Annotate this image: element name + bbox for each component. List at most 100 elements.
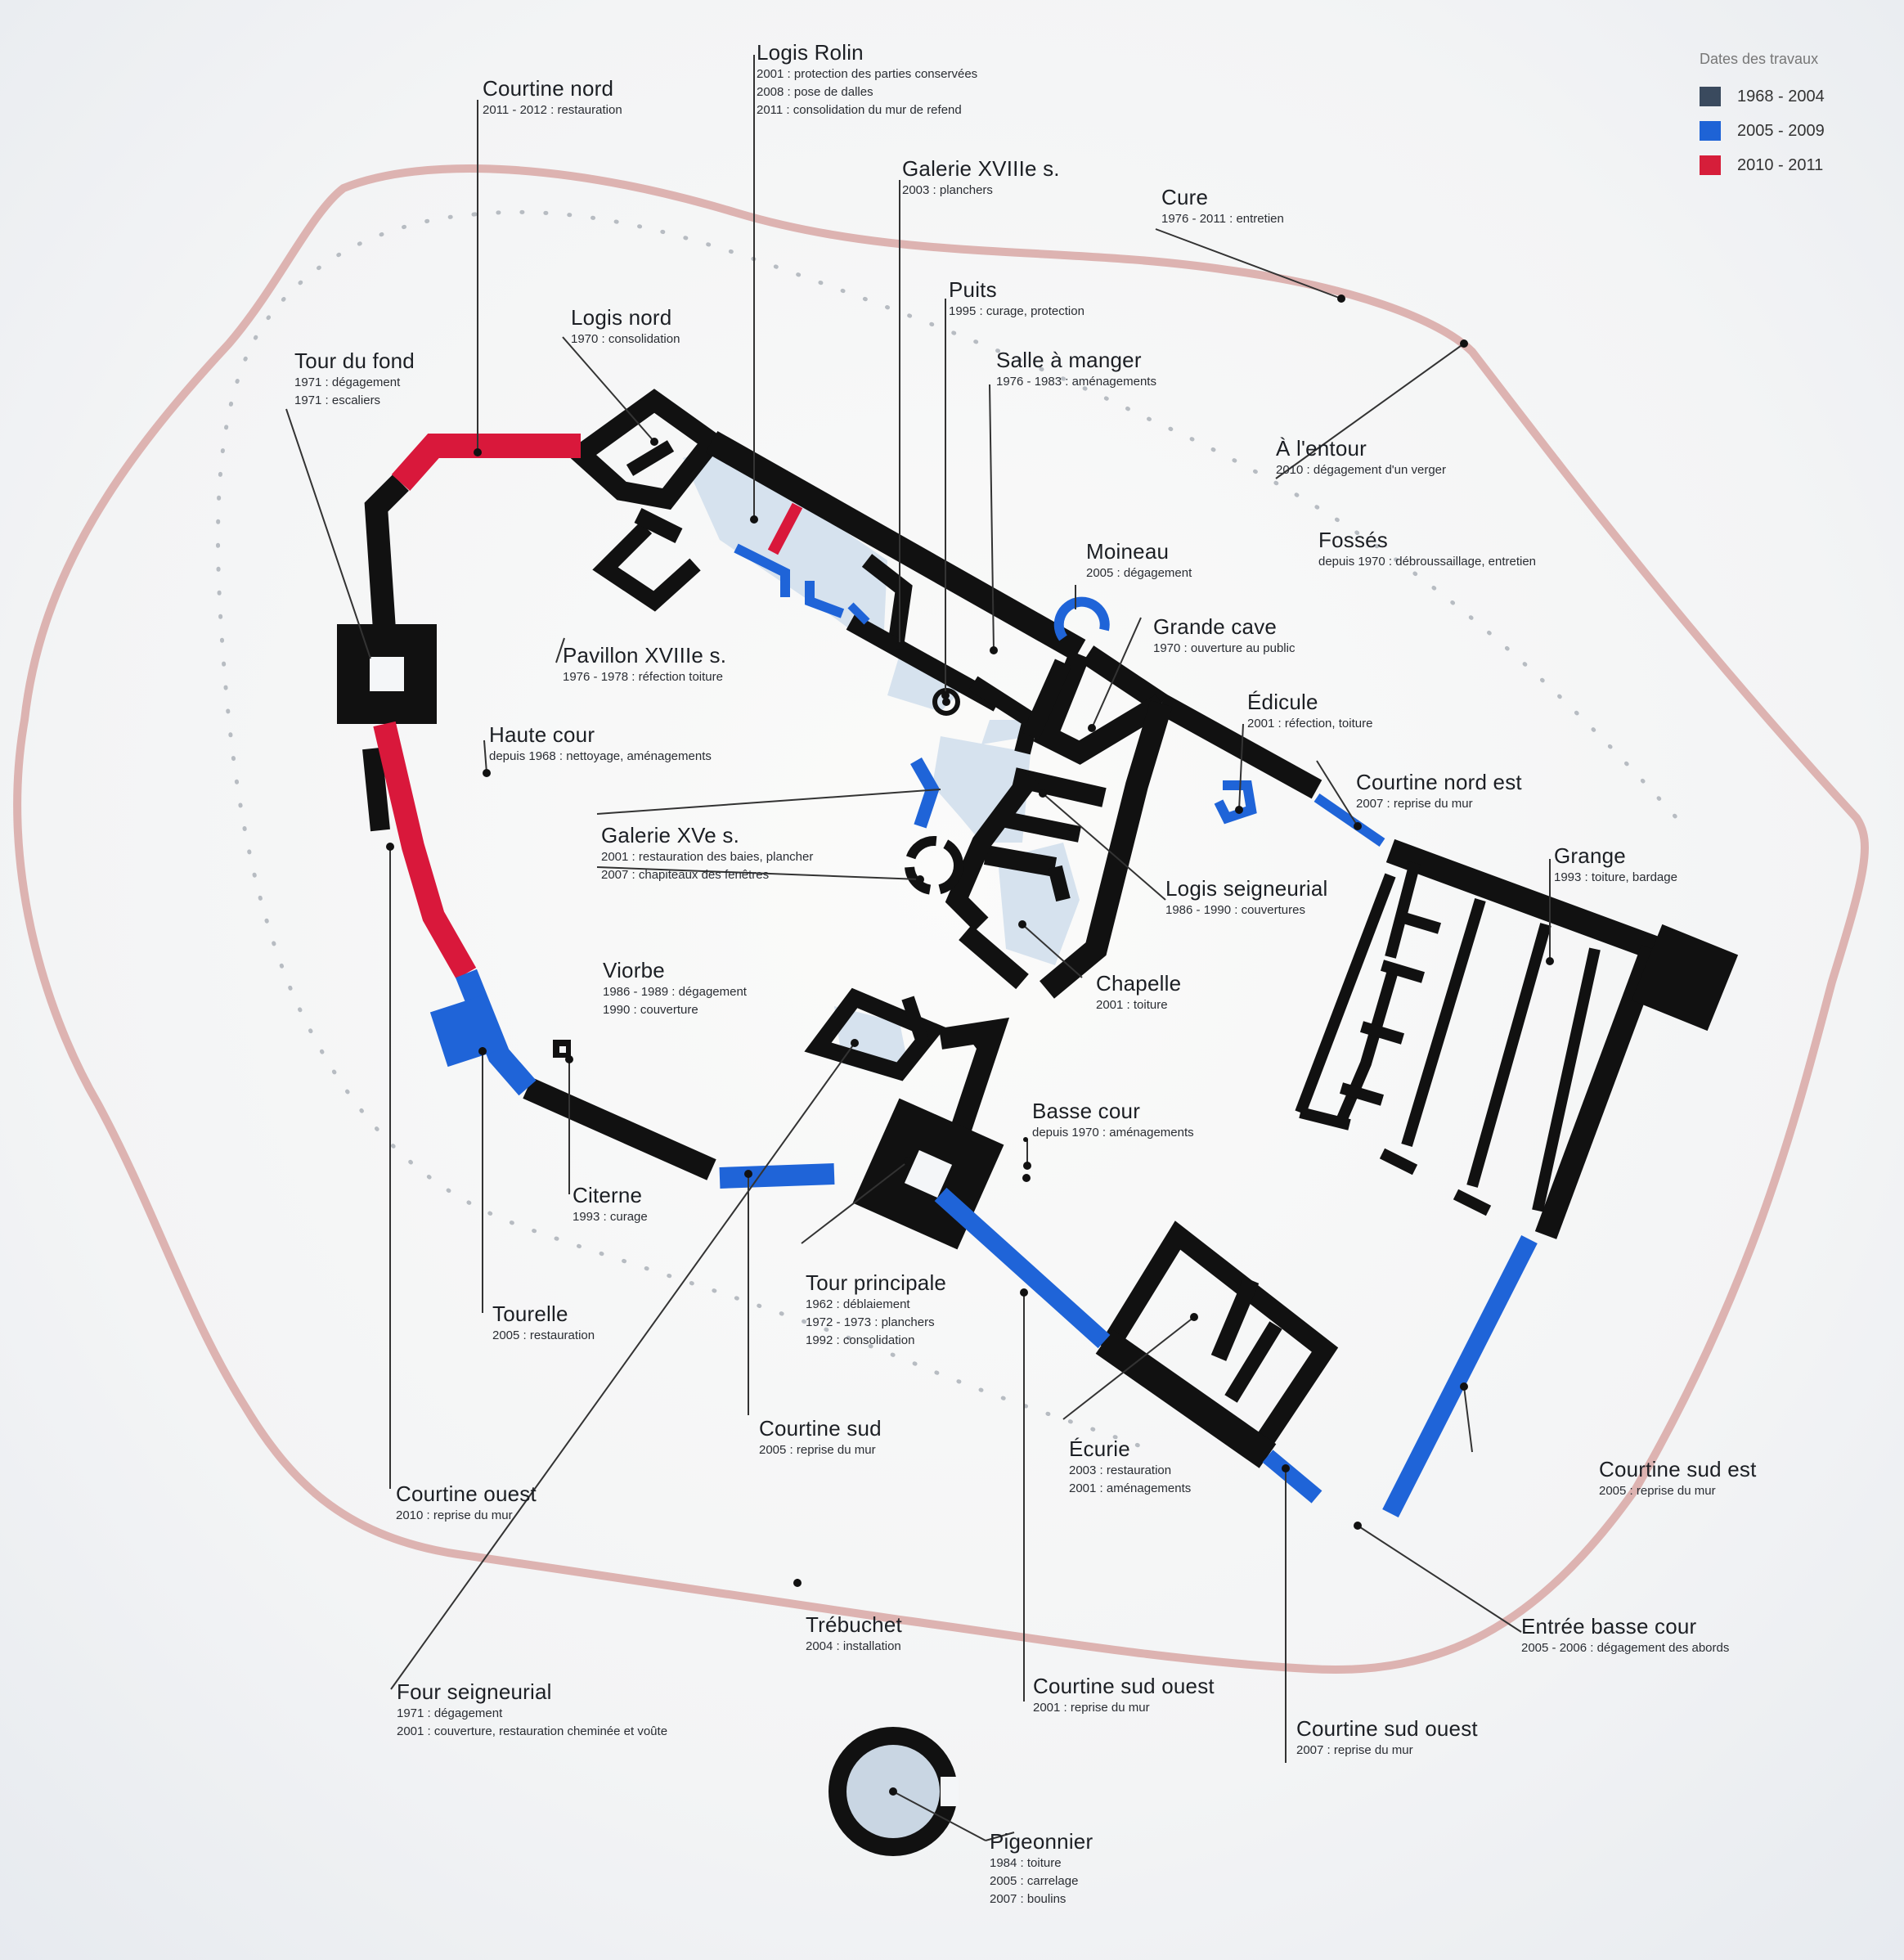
label-galerie-xv: Galerie XVe s. 2001 : restauration des ba… (601, 822, 813, 884)
label-title: Galerie XVIIIe s. (902, 156, 1060, 181)
label-title: Logis Rolin (757, 40, 864, 65)
label-work-line: 1995 : curage, protection (949, 304, 1084, 318)
label-title: Cure (1161, 185, 1209, 209)
label-work-line: 1993 : curage (573, 1210, 648, 1224)
label-work-line: 2011 : consolidation du mur de refend (757, 103, 962, 117)
label-title: Édicule (1247, 690, 1318, 714)
leader-lines (285, 55, 1551, 1841)
label-trebuchet: Trébuchet 2004 : installation (806, 1612, 902, 1656)
label-title: Salle à manger (996, 348, 1142, 372)
label-title: Courtine sud est (1599, 1457, 1757, 1481)
legend-title: Dates des travaux (1700, 51, 1819, 67)
label-pigeonnier: Pigeonnier 1984 : toiture 2005 : carrelage… (990, 1828, 1093, 1908)
label-work-line: 1971 : escaliers (294, 393, 381, 407)
label-title: Pigeonnier (990, 1829, 1093, 1854)
label-work-line: 2010 : dégagement d'un verger (1276, 463, 1447, 477)
label-work-line: 2005 : dégagement (1086, 566, 1192, 580)
label-title: Puits (949, 277, 997, 302)
label-title: Chapelle (1096, 971, 1182, 996)
label-title: Tourelle (492, 1301, 568, 1326)
legend-item-2005: 2005 - 2009 (1700, 114, 1825, 148)
label-work-line: 2003 : restauration (1069, 1463, 1172, 1477)
label-title: Logis nord (571, 305, 672, 330)
leader-dots (386, 294, 1554, 1796)
edicule-block (1214, 780, 1257, 825)
label-title: Entrée basse cour (1521, 1614, 1697, 1639)
label-grande-cave: Grande cave 1970 : ouverture au public (1153, 614, 1295, 658)
label-work-line: 2010 : reprise du mur (396, 1508, 513, 1522)
label-entree-basse-cour: Entrée basse cour 2005 - 2006 : dégagemen… (1521, 1613, 1729, 1657)
legend-swatch-dark (1700, 87, 1721, 106)
label-work-line: 1970 : consolidation (571, 332, 680, 346)
moat-outline (13, 164, 1869, 1674)
label-pavillon-xviii: Pavillon XVIIIe s.1976 - 1978 : réfectio… (563, 642, 726, 686)
label-title: Moineau (1086, 539, 1170, 564)
label-title: À l'entour (1276, 436, 1367, 461)
label-courtine-nord: Courtine nord 2011 - 2012 : restauration (483, 75, 622, 119)
legend-swatch-red (1700, 155, 1721, 175)
label-work-line: 2001 : réfection, toiture (1247, 717, 1373, 731)
label-work-line: 2001 : restauration des baies, plancher (601, 850, 814, 864)
label-work-line: 1992 : consolidation (806, 1333, 915, 1347)
label-work-line: 2003 : planchers (902, 183, 993, 197)
label-work-line: 1976 - 1978 : réfection toiture (563, 670, 723, 684)
label-work-line: 2005 : restauration (492, 1328, 595, 1342)
label-ecurie: Écurie 2003 : restauration 2001 : aménagem… (1069, 1436, 1191, 1498)
label-work-line: depuis 1970 : aménagements (1032, 1126, 1194, 1140)
label-chapelle: Chapelle 2001 : toiture (1096, 970, 1181, 1014)
label-work-line: 2005 : reprise du mur (759, 1443, 876, 1457)
label-title: Grange (1554, 843, 1626, 868)
red-walls (373, 434, 803, 979)
label-work-line: 2007 : reprise du mur (1296, 1743, 1413, 1757)
black-walls (362, 389, 1706, 1468)
legend-swatch-blue (1700, 121, 1721, 141)
label-title: Courtine sud ouest (1033, 1674, 1215, 1698)
label-work-line: 2005 - 2006 : dégagement des abords (1521, 1641, 1730, 1655)
label-work-line: 2007 : reprise du mur (1356, 797, 1473, 811)
label-work-line: 2008 : pose de dalles (757, 85, 873, 99)
label-work-line: 2001 : aménagements (1069, 1481, 1192, 1495)
label-work-line: 2001 : reprise du mur (1033, 1701, 1150, 1715)
label-work-line: 1990 : couverture (603, 1003, 698, 1017)
label-work-line: 2001 : toiture (1096, 998, 1168, 1012)
label-title: Grande cave (1153, 614, 1278, 639)
label-work-line: 2005 : carrelage (990, 1874, 1079, 1888)
legend-label: 2005 - 2009 (1737, 121, 1825, 140)
label-title: Courtine nord (483, 76, 614, 101)
viorbe-stair (905, 836, 963, 895)
label-title: Écurie (1069, 1436, 1130, 1461)
label-galerie-xviii: Galerie XVIIIe s. 2003 : planchers (902, 155, 1060, 200)
label-title: Haute cour (489, 722, 595, 747)
label-courtine-ouest: Courtine ouest 2010 : reprise du mur (396, 1481, 537, 1525)
label-work-line: 1984 : toiture (990, 1856, 1062, 1870)
label-work-line: 1970 : ouverture au public (1153, 641, 1296, 655)
label-work-line: 2001 : couverture, restauration cheminée… (397, 1724, 668, 1738)
ditch-dotted-line (216, 209, 1679, 1450)
label-title: Courtine nord est (1356, 770, 1522, 794)
label-work-line: 2011 - 2012 : restauration (483, 103, 622, 117)
label-title: Galerie XVe s. (601, 823, 739, 847)
label-work-line: 1986 - 1989 : dégagement (603, 985, 747, 999)
label-work-line: 1976 - 2011 : entretien (1161, 212, 1284, 226)
label-work-line: 1971 : dégagement (397, 1706, 503, 1720)
label-work-line: 2004 : installation (806, 1639, 901, 1653)
legend-label: 2010 - 2011 (1737, 155, 1824, 174)
label-logis-nord: Logis nord 1970 : consolidation (571, 304, 680, 348)
label-courtine-sud-ouest-1: Courtine sud ouest 2001 : reprise du mur (1033, 1673, 1215, 1717)
label-title: Trébuchet (806, 1612, 902, 1637)
label-title: Courtine ouest (396, 1481, 537, 1506)
label-work-line: 1993 : toiture, bardage (1554, 870, 1677, 884)
label-edicule: Édicule 2001 : réfection, toiture (1247, 689, 1372, 733)
